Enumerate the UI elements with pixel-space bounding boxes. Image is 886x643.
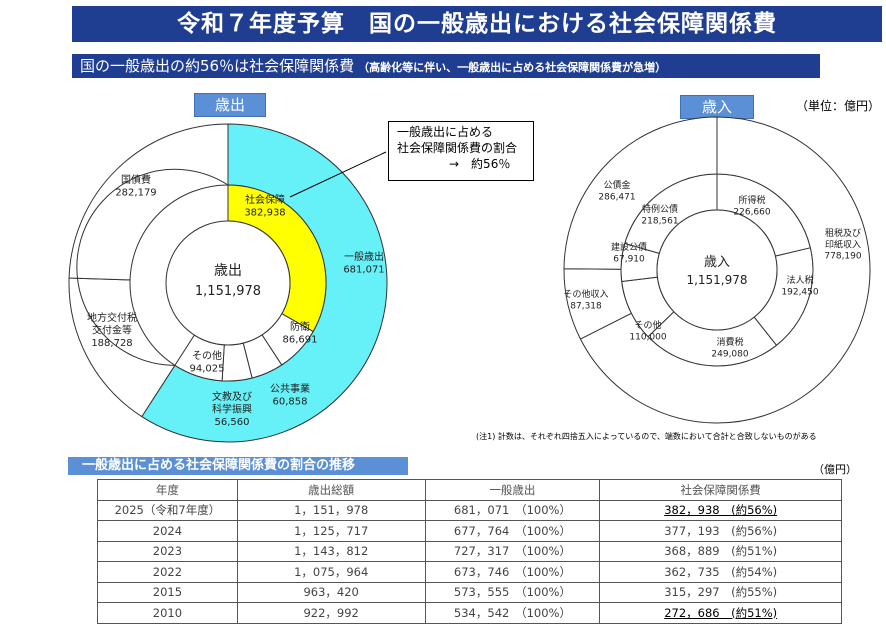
revenue-outer-slice-その他収入: [563, 268, 632, 340]
table-row: 2015 963，420 573，555 （100%） 315，297 (約55…: [97, 581, 842, 603]
table-row: 2025（令和7年度） 1，151，978 681，071 （100%） 382…: [97, 499, 842, 521]
cell-social: 315，297 (約55%): [599, 581, 842, 603]
footnote: (注1) 計数は、それぞれ四捨五入によっているので、端数において合計と合致しない…: [476, 432, 817, 441]
revenue-inner-slice-消費税: [647, 311, 778, 367]
cell-total: 1，125，717: [236, 520, 426, 542]
cell-total: 1，143，812: [236, 540, 426, 562]
cell-general: 681，071 （100%）: [424, 499, 601, 521]
callout-line-3: → 約56％: [449, 157, 511, 171]
cell-total: 1，151，978: [236, 499, 426, 521]
callout-line-2: 社会保障関係費の割合: [397, 141, 518, 155]
cell-general: 727，317 （100%）: [424, 540, 601, 562]
revenue-center-label: 歳入: [704, 255, 730, 270]
cell-year: 2015: [97, 581, 238, 603]
cell-social: 377，193 (約56%): [599, 520, 842, 542]
table-row: 2023 1，143，812 727，317 （100%） 368，889 (約…: [97, 540, 842, 562]
cell-total: 922，992: [236, 602, 426, 624]
cell-year: 2010: [97, 602, 238, 624]
cell-year: 2022: [97, 561, 238, 583]
outer-slice-国債費: [68, 123, 229, 281]
subtitle-bar: 国の一般歳出の約56％は社会保障関係費（高齢化等に伴い、一般歳出に占める社会保障…: [72, 54, 820, 78]
cell-general: 677，764 （100%）: [424, 520, 601, 542]
inner-slice-社会保障: [227, 184, 327, 333]
header-general: 一般歳出: [424, 479, 601, 501]
cell-social: 382，938 (約56%): [599, 499, 842, 521]
inner-slice-文教及び科学振興: [221, 342, 253, 382]
table-header-row: 年度 歳出総額 一般歳出 社会保障関係費: [97, 479, 842, 501]
cell-year: 2025（令和7年度）: [97, 499, 238, 521]
revenue-inner-slice-所得税: [716, 173, 812, 257]
revenue-inner-slice-法人税: [753, 247, 814, 347]
subtitle-note: （高齢化等に伴い、一般歳出に占める社会保障関係費が急増）: [358, 61, 667, 74]
revenue-inner-slice-その他: [621, 276, 675, 338]
table-row: 2022 1，075，964 673，746 （100%） 362，735 (約…: [97, 561, 842, 583]
header-social: 社会保障関係費: [599, 479, 842, 501]
callout-box: 一般歳出に占める 社会保障関係費の割合 → 約56％: [388, 121, 534, 181]
revenue-tag: 歳入: [680, 95, 754, 119]
cell-social: 368，889 (約51%): [599, 540, 842, 562]
page-title: 令和７年度予算 国の一般歳出における社会保障関係費: [72, 6, 882, 42]
cell-year: 2023: [97, 540, 238, 562]
center-label: 歳出: [214, 263, 242, 279]
cell-general: 673，746 （100%）: [424, 561, 601, 583]
inner-slice-その他: [174, 334, 225, 382]
table-title: 一般歳出に占める社会保障関係費の割合の推移: [68, 457, 408, 475]
cell-general: 534，542 （100%）: [424, 602, 601, 624]
outer-slice-一般歳出: [141, 123, 388, 443]
revenue-center-total: 1,151,978: [686, 273, 747, 287]
cell-total: 1，075，964: [236, 561, 426, 583]
inner-ring-frame: [76, 168, 229, 366]
unit-label: （単位：億円）: [796, 99, 881, 113]
inner-slice-公共事業: [242, 334, 283, 379]
table-unit: （億円）: [813, 463, 857, 476]
expenditure-tag: 歳出: [194, 93, 266, 117]
callout-line-1: 一般歳出に占める: [397, 125, 494, 139]
cell-social: 362，735 (約54%): [599, 561, 842, 583]
cell-social: 272，686 (約51%): [599, 602, 842, 624]
outer-slice-地方交付税交付金等: [68, 277, 176, 418]
table-row: 2024 1，125，717 677，764 （100%） 377，193 (約…: [97, 520, 842, 542]
table-row: 2010 922，992 534，542 （100%） 272，686 (約51…: [97, 602, 842, 624]
header-total: 歳出総額: [236, 479, 426, 501]
revenue-center-circle: [656, 209, 778, 331]
cell-year: 2024: [97, 520, 238, 542]
inner-slice-防衛: [261, 313, 314, 366]
cell-general: 573，555 （100%）: [424, 581, 601, 603]
center-circle: [165, 220, 291, 346]
center-total: 1,151,978: [195, 284, 261, 299]
callout-line: [289, 151, 387, 198]
revenue-inner-slice-建設公債: [620, 242, 660, 283]
cell-total: 963，420: [236, 581, 426, 603]
trend-table: 年度 歳出総額 一般歳出 社会保障関係費 2025（令和7年度） 1，151，9…: [97, 479, 842, 624]
revenue-outer-slice-公債金: [563, 116, 718, 270]
header-year: 年度: [97, 479, 238, 501]
subtitle-main: 国の一般歳出の約56％は社会保障関係費: [80, 57, 355, 75]
revenue-outer-slice-租税及び印紙収入: [579, 116, 871, 424]
revenue-inner-slice-特例公債: [624, 173, 718, 254]
